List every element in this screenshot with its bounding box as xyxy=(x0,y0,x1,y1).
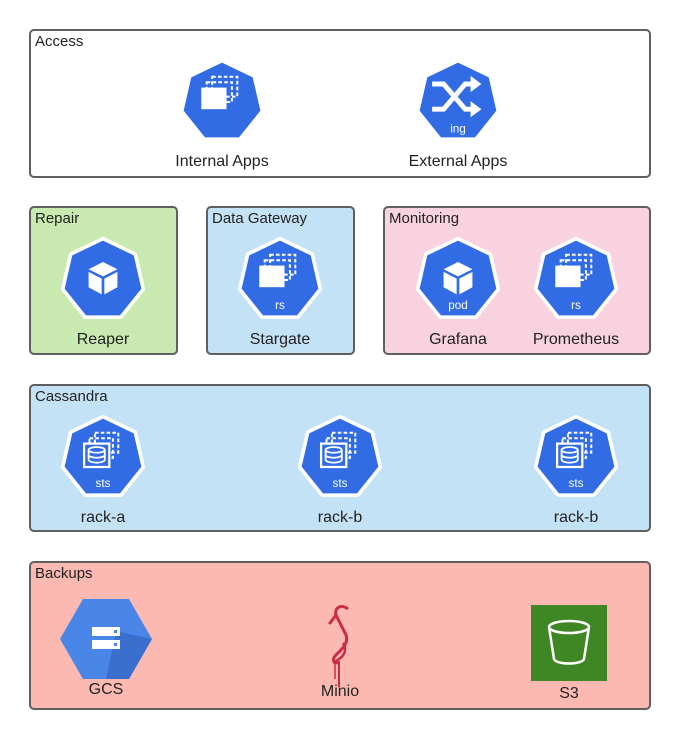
group-title: Repair xyxy=(35,210,80,227)
node-minio: Minio xyxy=(285,581,395,701)
node-rack-b-2: sts rack-b xyxy=(521,413,631,533)
node-label: Grafana xyxy=(429,331,487,348)
s3-bucket-icon xyxy=(531,605,607,681)
icon-badge: sts xyxy=(333,477,348,490)
node-label: Prometheus xyxy=(532,331,620,348)
group-title: Monitoring xyxy=(389,210,460,227)
k8s-cube-icon xyxy=(58,235,148,325)
node-label: rack-b xyxy=(317,509,363,526)
k8s-replicaset-icon: rs xyxy=(235,235,325,325)
node-label: Stargate xyxy=(249,331,311,348)
node-label: rack-a xyxy=(80,509,126,526)
node-label: Minio xyxy=(320,683,360,700)
node-rack-a: sts rack-a xyxy=(48,413,158,533)
node-label: Internal Apps xyxy=(175,153,269,170)
minio-flamingo-icon xyxy=(328,605,349,687)
node-label: External Apps xyxy=(408,153,508,170)
node-rack-b: sts rack-b xyxy=(285,413,395,533)
icon-badge: ing xyxy=(450,123,466,136)
k8s-ingress-icon: ing xyxy=(413,57,503,147)
icon-badge: pod xyxy=(448,299,468,312)
k8s-statefulset-icon: sts xyxy=(531,413,621,503)
node-gcs: GCS xyxy=(51,581,161,701)
node-label: S3 xyxy=(559,685,579,702)
group-access: Access xyxy=(29,29,651,178)
node-label: rack-b xyxy=(553,509,599,526)
node-label: Reaper xyxy=(76,331,130,348)
group-title: Data Gateway xyxy=(212,210,308,227)
node-prometheus: rs Prometheus xyxy=(521,235,631,355)
node-grafana: pod Grafana xyxy=(403,235,513,355)
group-data-gateway: Data Gateway xyxy=(206,206,355,355)
icon-badge: rs xyxy=(275,299,285,312)
icon-badge: sts xyxy=(569,477,584,490)
group-title: Access xyxy=(35,33,84,50)
k8s-replicaset-icon: rs xyxy=(531,235,621,325)
node-stargate: rs Stargate xyxy=(225,235,335,355)
k8s-pod-icon: pod xyxy=(413,235,503,325)
node-s3: S3 xyxy=(514,581,624,702)
node-reaper: Reaper xyxy=(48,235,158,355)
node-external-apps: ing External Apps xyxy=(403,57,513,177)
node-internal-apps: Internal Apps xyxy=(167,57,277,177)
k8s-statefulset-icon: sts xyxy=(58,413,148,503)
group-title: Backups xyxy=(35,565,93,582)
group-repair: Repair xyxy=(29,206,178,355)
gcs-icon xyxy=(60,599,152,679)
node-label: GCS xyxy=(88,681,124,698)
icon-badge: rs xyxy=(571,299,581,312)
group-title: Cassandra xyxy=(35,388,108,405)
k8s-statefulset-icon: sts xyxy=(295,413,385,503)
k8s-deployment-icon xyxy=(177,57,267,147)
icon-badge: sts xyxy=(96,477,111,490)
